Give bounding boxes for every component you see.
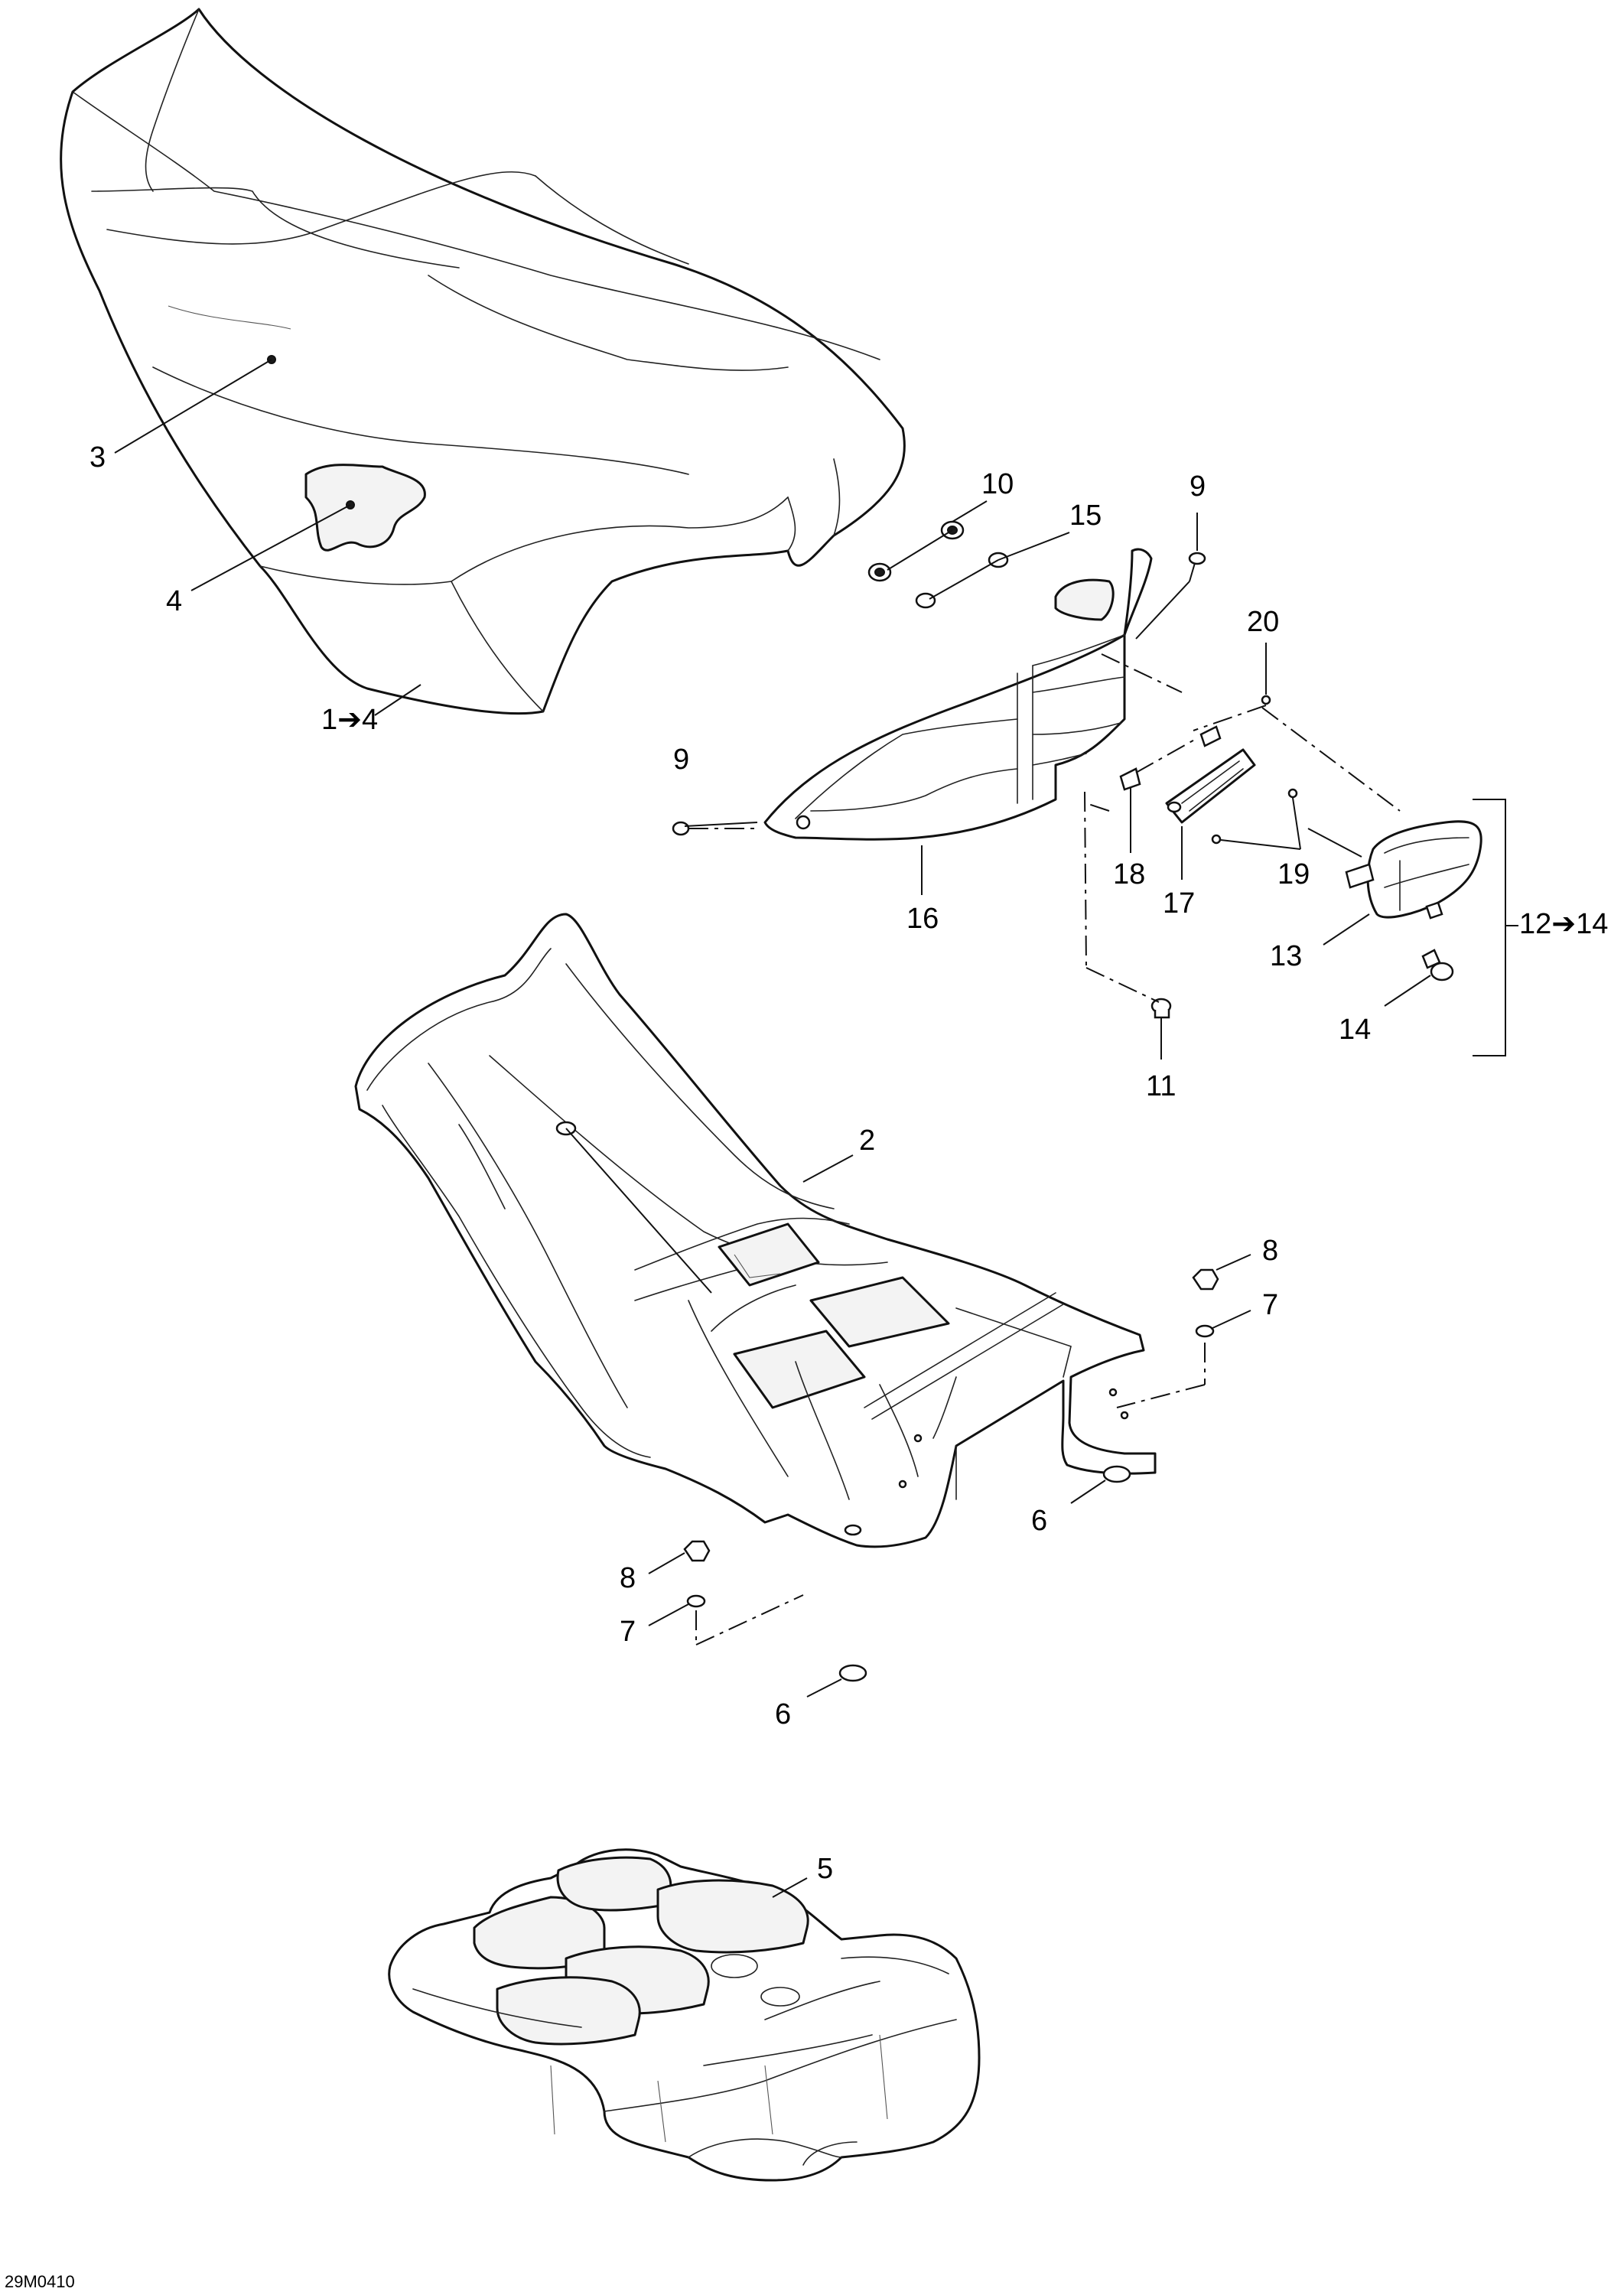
license-light-assembly	[1119, 725, 1301, 880]
leader-14	[1384, 975, 1431, 1007]
callout-1to4: 1➔4	[321, 704, 378, 736]
leader-tail-light	[1307, 828, 1362, 858]
callout-5: 5	[817, 1853, 833, 1885]
washer-7-left	[686, 1594, 706, 1608]
leader-7-right	[1210, 1310, 1251, 1330]
callout-labels: 1➔4 2 3 4 5 6 6 7 7 8 8 9 9 10 11 12➔14 …	[5, 441, 1608, 2291]
grommet-11	[1150, 998, 1172, 1019]
callout-12to14: 12➔14	[1519, 908, 1608, 940]
seat-assembly	[60, 8, 906, 716]
leader-6-right	[1070, 1480, 1106, 1504]
callout-8-left: 8	[620, 1562, 636, 1594]
callout-17: 17	[1163, 887, 1195, 920]
leader-2	[802, 1154, 854, 1183]
screw-20	[1261, 695, 1271, 705]
callout-7-right: 7	[1262, 1289, 1278, 1321]
callout-6-right: 6	[1031, 1505, 1047, 1537]
callout-10: 10	[981, 468, 1014, 500]
housing-fasteners	[672, 500, 1401, 1060]
leader-8-right	[1216, 1254, 1251, 1271]
leader-5	[772, 1877, 808, 1898]
callout-7-left: 7	[620, 1616, 636, 1648]
callout-13: 13	[1270, 940, 1302, 972]
callout-2: 2	[859, 1125, 875, 1157]
leader-19-a	[1292, 797, 1301, 850]
screw-9-upper	[1188, 552, 1206, 582]
callout-11: 11	[1146, 1070, 1176, 1102]
leader-1to4	[374, 684, 421, 716]
o-ring-15b	[915, 592, 936, 609]
tail-light-13	[1366, 820, 1482, 919]
callout-20: 20	[1247, 606, 1279, 638]
callout-15: 15	[1069, 500, 1102, 532]
license-lens-17	[1165, 748, 1256, 824]
leader-7-left	[648, 1603, 689, 1626]
leader-3	[114, 359, 272, 454]
screw-9-left	[672, 821, 690, 836]
callout-9-left: 9	[673, 744, 689, 776]
foam-pad	[388, 1848, 981, 2182]
callout-14: 14	[1339, 1014, 1371, 1046]
leader-6-left	[806, 1678, 842, 1698]
callout-6-left: 6	[775, 1698, 791, 1730]
group-bracket-12to14	[1473, 799, 1506, 1056]
leader-19-b	[1220, 839, 1301, 850]
leader-13	[1323, 913, 1370, 946]
callout-19: 19	[1277, 858, 1310, 890]
callout-18: 18	[1113, 858, 1145, 890]
leader-15-b	[929, 559, 999, 600]
callout-3: 3	[89, 441, 106, 474]
bracket-18	[1119, 767, 1141, 791]
leader-9-upper-b	[1135, 581, 1190, 640]
tail-light-assembly	[1307, 799, 1518, 1056]
callout-8-right: 8	[1262, 1235, 1278, 1267]
leader-2-inner	[565, 1128, 712, 1294]
bulb-14	[1421, 949, 1454, 981]
figure-reference: 29M0410	[5, 2272, 75, 2291]
spacer-6-right	[1102, 1465, 1131, 1483]
leader-4	[190, 504, 351, 591]
leader-9-left	[684, 822, 758, 827]
callout-4: 4	[166, 585, 182, 617]
leader-10-b	[887, 529, 953, 571]
callout-9-upper: 9	[1190, 470, 1206, 503]
grommet-10b	[867, 562, 892, 582]
callout-16: 16	[906, 903, 939, 935]
washer-7-right	[1195, 1324, 1215, 1338]
base-hardware	[648, 1254, 1251, 1698]
seat-base-assembly	[354, 913, 1157, 1548]
leader-15	[998, 532, 1070, 561]
nut-8-right	[1192, 1268, 1219, 1291]
leader-10	[952, 500, 988, 522]
rear-housing-assembly	[763, 548, 1153, 841]
nut-8-left	[683, 1540, 711, 1562]
spacer-6-left	[838, 1664, 867, 1682]
leader-8-left	[648, 1552, 685, 1574]
